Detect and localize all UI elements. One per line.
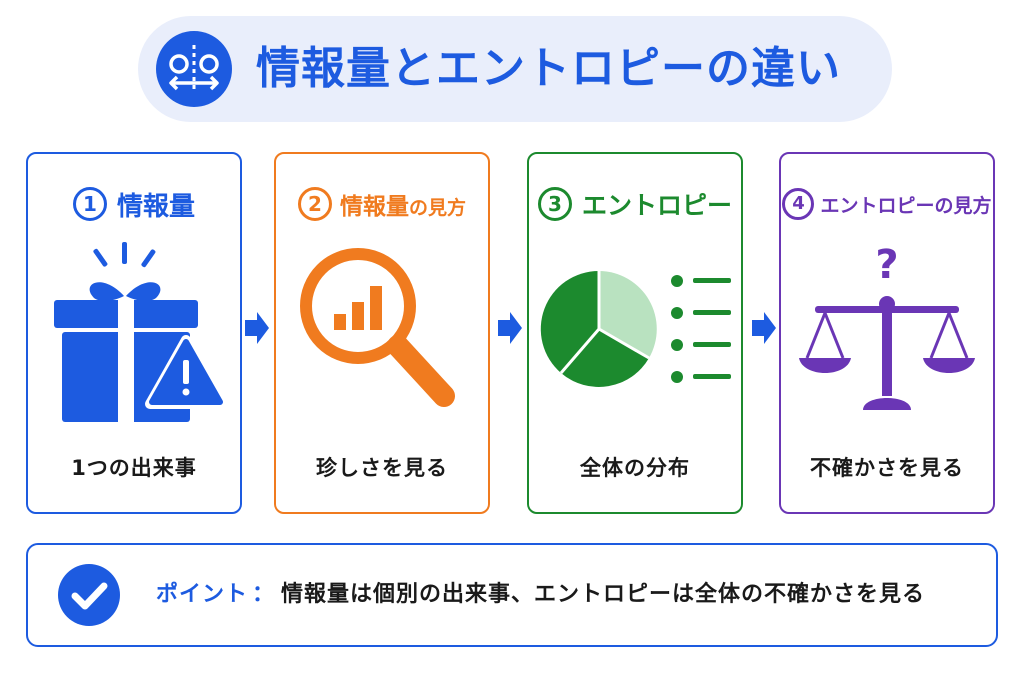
step-caption: 不確かさを見る — [810, 456, 964, 480]
step-number-badge: 2 — [297, 187, 332, 221]
svg-text:?: ? — [875, 242, 898, 288]
balance-compare-icon — [156, 31, 232, 107]
arrow-right-icon — [245, 312, 269, 344]
pie-list-icon — [529, 234, 741, 424]
check-icon — [58, 564, 120, 626]
step-title: 1 情報量 — [28, 184, 240, 224]
step-number-badge: 3 — [537, 187, 572, 221]
step-title-text: エントロピーの見方 — [820, 194, 992, 217]
step-title: 3 エントロピー — [529, 184, 741, 224]
step-title-suffix: の見方 — [408, 197, 466, 219]
step-card-entropy-view: 4 エントロピーの見方 ? 不確かさを見る — [779, 152, 995, 514]
step-card-entropy: 3 エントロピー 全体の分布 — [527, 152, 743, 514]
step-title: 4 エントロピーの見方 — [781, 184, 993, 224]
step-card-information-view: 2 情報量の見方 珍しさを見る — [274, 152, 490, 514]
arrow-right-icon — [752, 312, 776, 344]
step-title-main: 情報量 — [339, 194, 409, 220]
key-point-label: ポイント — [156, 582, 249, 607]
step-title: 2 情報量の見方 — [276, 184, 488, 224]
magnifier-chart-icon — [276, 234, 488, 424]
step-title-text: エントロピー — [581, 191, 732, 220]
step-title-text: 情報量の見方 — [340, 187, 466, 221]
gift-warning-icon — [28, 234, 240, 424]
scale-question-icon: ? — [781, 234, 993, 424]
step-number-badge: 1 — [72, 187, 107, 221]
step-title-text: 情報量 — [116, 191, 195, 222]
page-title: 情報量とエントロピーの違い — [256, 43, 841, 94]
step-caption: 全体の分布 — [580, 456, 690, 480]
step-caption: 珍しさを見る — [316, 456, 448, 480]
arrow-right-icon — [498, 312, 522, 344]
header-banner: 情報量とエントロピーの違い — [138, 16, 892, 122]
step-caption: 1つの出来事 — [71, 456, 197, 480]
key-point-box: ポイント：情報量は個別の出来事、エントロピーは全体の不確かさを見る — [26, 543, 998, 647]
key-point-text: ポイント：情報量は個別の出来事、エントロピーは全体の不確かさを見る — [156, 545, 925, 645]
key-point-body: 情報量は個別の出来事、エントロピーは全体の不確かさを見る — [281, 582, 926, 607]
step-card-information: 1 情報量 1つの出来事 — [26, 152, 242, 514]
key-point-separator: ： — [252, 582, 276, 607]
step-number-badge: 4 — [782, 188, 815, 220]
